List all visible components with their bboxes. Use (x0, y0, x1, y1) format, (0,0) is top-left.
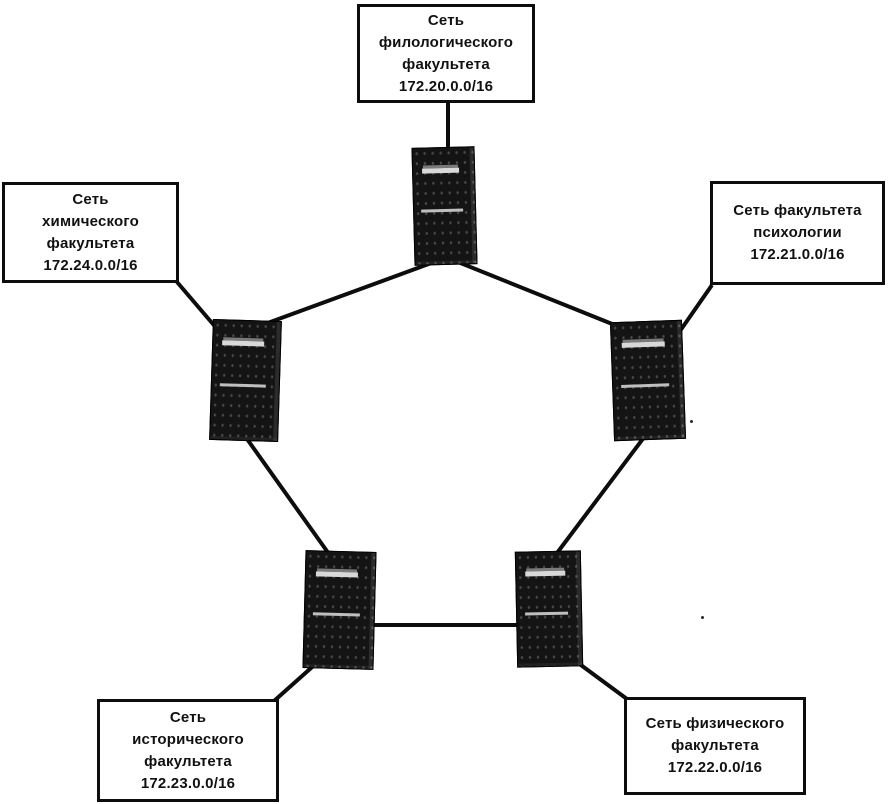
network-label-history: Сеть исторического факультета 172.23.0.0… (97, 699, 279, 802)
subnet-address: 172.24.0.0/16 (43, 256, 138, 274)
router-tower-icon (609, 319, 687, 442)
network-name-line: психологии (753, 224, 842, 241)
network-name-line: Сеть (169, 708, 207, 726)
drive-bay-stripe (621, 341, 666, 348)
network-name-line: Сеть факультета (733, 202, 862, 219)
drive-bay-stripe (421, 208, 463, 214)
network-name-line: факультета (671, 737, 759, 754)
network-name-line: химического (42, 212, 139, 230)
drive-bay-stripe (219, 383, 266, 388)
router-tower-icon (514, 550, 584, 668)
scan-speck (701, 616, 704, 619)
network-label-psychology: Сеть факультета психологии 172.21.0.0/16 (710, 181, 885, 285)
subnet-address: 172.22.0.0/16 (667, 759, 763, 776)
network-name-line: исторического (132, 730, 244, 748)
drive-bay-stripe (524, 612, 569, 616)
drive-bay-stripe (621, 383, 670, 388)
network-name-line: факультета (46, 234, 135, 252)
network-label-philology: Сеть филологического факультета 172.20.0… (357, 4, 535, 103)
drive-bay-stripe (315, 571, 359, 578)
link-top-router-to-left-router (242, 256, 446, 334)
scan-speck (690, 420, 693, 423)
link-left-router-to-bottomleft-router (240, 430, 336, 563)
network-name-line: факультета (144, 752, 232, 770)
network-name-line: филологического (378, 33, 514, 51)
network-label-physics: Сеть физического факультета 172.22.0.0/1… (624, 697, 806, 795)
network-name-line: Сеть (427, 11, 465, 29)
router-tower-icon (302, 550, 377, 670)
subnet-address: 172.21.0.0/16 (750, 246, 845, 263)
link-right-router-to-bottomright-router (549, 430, 650, 563)
drive-bay-stripe (222, 340, 265, 347)
router-tower-icon (411, 146, 478, 266)
network-label-chemistry: Сеть химического факультета 172.24.0.0/1… (2, 182, 179, 283)
network-name-line: Сеть (72, 190, 109, 208)
subnet-address: 172.20.0.0/16 (398, 77, 494, 95)
network-name-line: факультета (402, 55, 490, 73)
link-top-router-to-right-router (447, 256, 643, 338)
drive-bay-stripe (421, 167, 460, 174)
subnet-address: 172.23.0.0/16 (140, 774, 236, 792)
drive-bay-stripe (313, 612, 361, 618)
drive-bay-stripe (525, 571, 565, 577)
router-tower-icon (209, 318, 282, 443)
network-name-line: Сеть физического (645, 715, 785, 732)
